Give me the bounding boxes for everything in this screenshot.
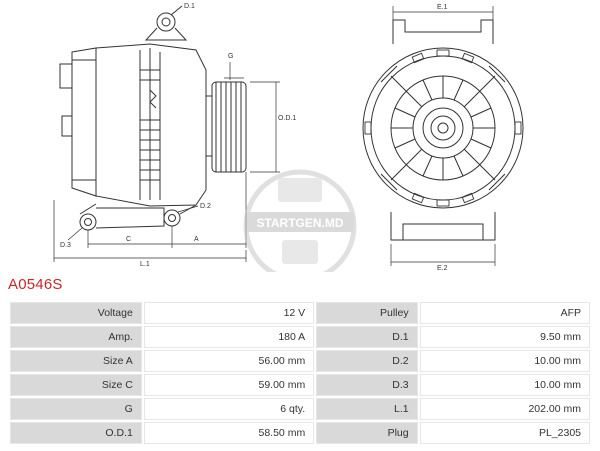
spec-key: D.3 — [316, 374, 418, 396]
label-a: A — [194, 236, 199, 243]
table-row: Size C 59.00 mm D.3 10.00 mm — [10, 374, 590, 396]
spec-key: G — [10, 398, 142, 420]
label-od1: O.D.1 — [278, 115, 296, 122]
spec-key: D.1 — [316, 326, 418, 348]
spec-value: 180 A — [143, 326, 315, 348]
label-e1: E.1 — [437, 4, 448, 11]
label-d1: D.1 — [184, 3, 195, 10]
spec-key: Voltage — [10, 302, 142, 324]
table-row: Amp. 180 A D.1 9.50 mm — [10, 326, 590, 348]
table-row: G 6 qty. L.1 202.00 mm — [10, 398, 590, 420]
spec-key: Plug — [316, 422, 418, 444]
spec-value: 10.00 mm — [419, 350, 590, 372]
label-e2: E.2 — [437, 265, 448, 272]
spec-value: 12 V — [143, 302, 315, 324]
spec-key: Pulley — [316, 302, 418, 324]
label-d2: D.2 — [200, 203, 211, 210]
spec-value: 202.00 mm — [419, 398, 590, 420]
label-l1: L.1 — [140, 261, 150, 268]
table-row: O.D.1 58.50 mm Plug PL_2305 — [10, 422, 590, 444]
product-code: A0546S — [8, 276, 63, 293]
label-g: G — [228, 53, 233, 60]
watermark-text: STARTGEN.MD — [256, 216, 343, 230]
spec-value: AFP — [419, 302, 590, 324]
spec-key: Size A — [10, 350, 142, 372]
spec-key: D.2 — [316, 350, 418, 372]
spec-value: 59.00 mm — [143, 374, 315, 396]
specs-table: Voltage 12 V Pulley AFP Amp. 180 A D.1 9… — [8, 300, 592, 446]
label-d3: D.3 — [60, 242, 71, 249]
spec-value: 9.50 mm — [419, 326, 590, 348]
spec-value: 58.50 mm — [143, 422, 315, 444]
spec-key: O.D.1 — [10, 422, 142, 444]
spec-value: 10.00 mm — [419, 374, 590, 396]
label-c: C — [126, 236, 131, 243]
technical-drawing: STARTGEN.MD D.1 G O.D.1 D.2 D.3 C A L.1 … — [53, 3, 524, 272]
spec-value: 6 qty. — [143, 398, 315, 420]
spec-key: Size C — [10, 374, 142, 396]
spec-value: 56.00 mm — [143, 350, 315, 372]
spec-value: PL_2305 — [419, 422, 590, 444]
spec-key: Amp. — [10, 326, 142, 348]
watermark-logo: STARTGEN.MD — [243, 169, 357, 272]
table-row: Size A 56.00 mm D.2 10.00 mm — [10, 350, 590, 372]
table-row: Voltage 12 V Pulley AFP — [10, 302, 590, 324]
spec-key: L.1 — [316, 398, 418, 420]
